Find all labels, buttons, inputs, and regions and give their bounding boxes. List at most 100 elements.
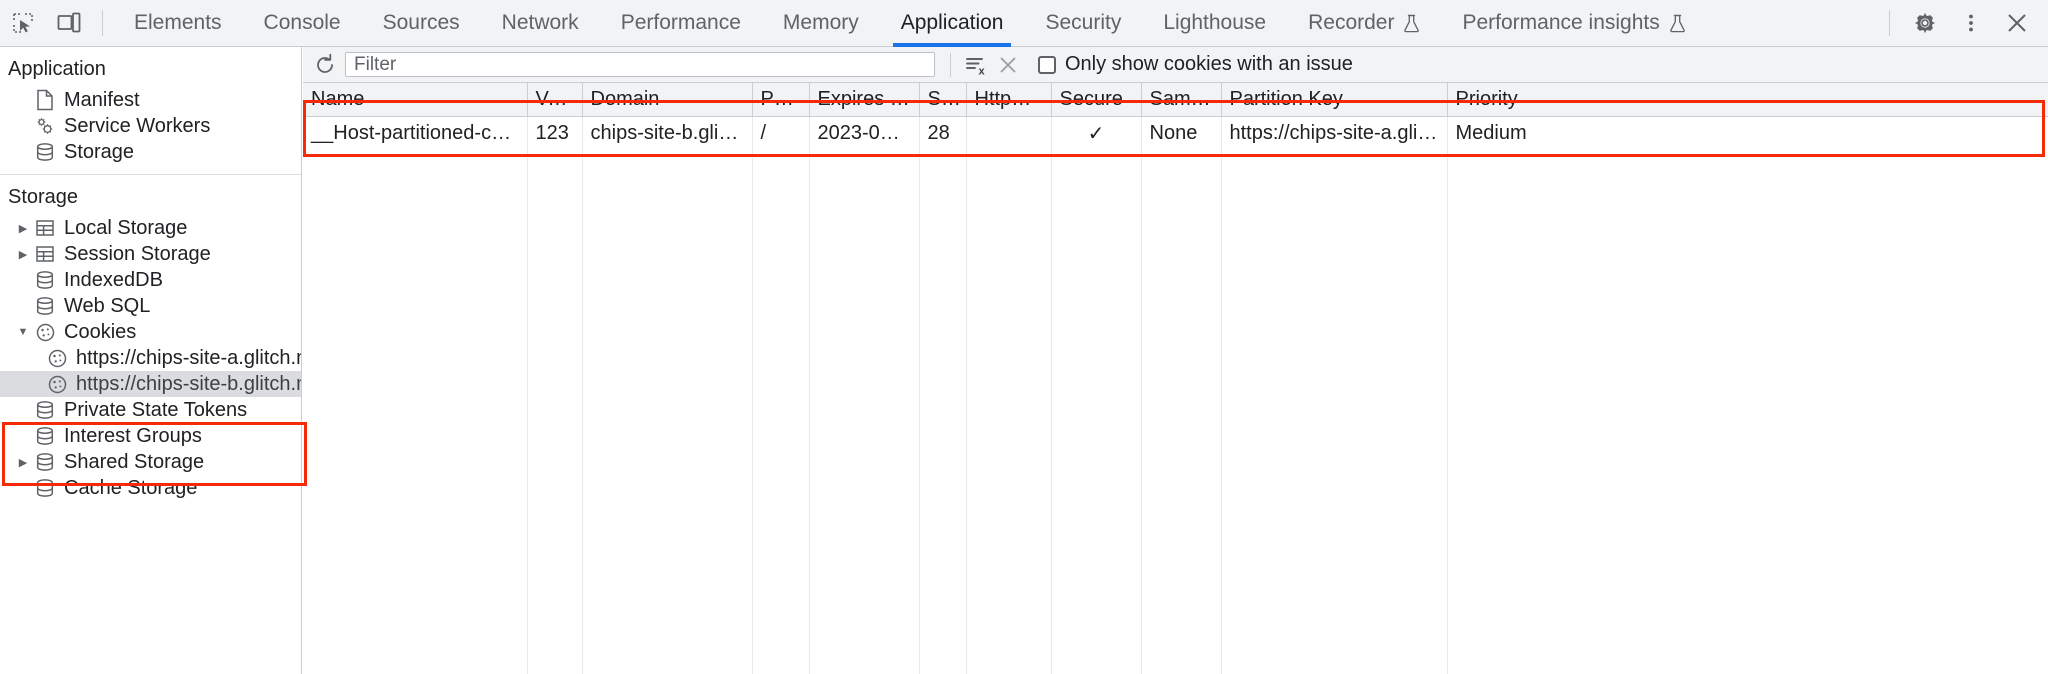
- sidebar-item-label: Private State Tokens: [64, 399, 248, 421]
- column-header-path[interactable]: Path: [752, 83, 810, 117]
- clear-filtered-cookies-icon[interactable]: x: [960, 50, 992, 80]
- tab-security[interactable]: Security: [1024, 0, 1142, 47]
- chevron-down-icon[interactable]: ▼: [17, 326, 29, 338]
- device-toolbar-icon[interactable]: [46, 0, 92, 46]
- sidebar-item-service-workers[interactable]: ▶ Service Workers: [0, 113, 301, 139]
- cell-domain[interactable]: chips-site-b.glitch.me: [582, 116, 753, 150]
- sidebar-item-cache-storage[interactable]: ▶ Cache Storage: [0, 475, 301, 501]
- svg-text:x: x: [979, 65, 986, 77]
- database-icon: [32, 269, 58, 291]
- database-icon: [32, 451, 58, 473]
- tab-application[interactable]: Application: [880, 0, 1025, 47]
- tab-elements[interactable]: Elements: [113, 0, 243, 47]
- filter-input[interactable]: [345, 52, 935, 77]
- cell-path[interactable]: /: [752, 116, 810, 150]
- checkbox-box[interactable]: [1038, 55, 1056, 74]
- table-empty-row: [303, 286, 2048, 320]
- toolbar-divider: [102, 10, 103, 36]
- cell-size[interactable]: 28: [919, 116, 967, 150]
- inspect-element-icon[interactable]: [0, 0, 46, 46]
- cell-samesite[interactable]: None: [1141, 116, 1222, 150]
- column-header-samesite[interactable]: SameSite: [1141, 83, 1222, 117]
- cell-value[interactable]: 123: [527, 116, 583, 150]
- sidebar-item-label: Manifest: [64, 89, 140, 111]
- table-empty-row: [303, 558, 2048, 592]
- sidebar-item-cookies-chips-site-a[interactable]: https://chips-site-a.glitch.me: [0, 345, 301, 371]
- sidebar-item-manifest[interactable]: ▶ Manifest: [0, 87, 301, 113]
- cell-priority[interactable]: Medium: [1447, 116, 2048, 150]
- sidebar-item-web-sql[interactable]: ▶ Web SQL: [0, 293, 301, 319]
- sidebar-divider: [0, 174, 301, 175]
- sidebar-item-shared-storage[interactable]: ▶ Shared Storage: [0, 449, 301, 475]
- column-header-priority[interactable]: Priority: [1447, 83, 2048, 117]
- tab-recorder[interactable]: Recorder: [1287, 0, 1441, 47]
- table-empty-row: [303, 490, 2048, 524]
- column-header-size[interactable]: Size: [919, 83, 967, 117]
- cookie-icon: [44, 374, 70, 395]
- refresh-icon[interactable]: [309, 50, 341, 80]
- column-header-partition-key[interactable]: Partition Key: [1221, 83, 1448, 117]
- cell-name[interactable]: __Host-partitioned-cookie: [303, 116, 528, 150]
- chevron-right-icon[interactable]: ▶: [18, 248, 28, 261]
- column-header-expires[interactable]: Expires / M...: [809, 83, 920, 117]
- sidebar-item-storage[interactable]: ▶ Storage: [0, 139, 301, 165]
- more-vertical-icon[interactable]: [1948, 0, 1994, 46]
- sidebar-item-label: Shared Storage: [64, 451, 205, 473]
- table-empty-row: [303, 626, 2048, 660]
- sidebar-section-title-application: Application: [8, 58, 106, 80]
- table-grid-icon: [32, 218, 58, 238]
- tab-label: Console: [263, 11, 341, 34]
- database-icon: [32, 425, 58, 447]
- gear-icon[interactable]: [1902, 0, 1948, 46]
- tab-console[interactable]: Console: [243, 0, 362, 47]
- tab-performance-insights[interactable]: Performance insights: [1441, 0, 1706, 47]
- cell-expires[interactable]: 2023-07-07…: [809, 116, 920, 150]
- tab-lighthouse[interactable]: Lighthouse: [1142, 0, 1287, 47]
- panel-tab-bar: Elements Console Sources Network Perform…: [113, 0, 1707, 47]
- toolbar-right-controls: [1883, 0, 2048, 47]
- sidebar-item-local-storage[interactable]: ▶ Local Storage: [0, 215, 301, 241]
- table-empty-row: [303, 388, 2048, 422]
- sidebar-item-label: Session Storage: [64, 243, 211, 265]
- column-header-secure[interactable]: Secure: [1051, 83, 1142, 117]
- sidebar-item-label: Storage: [64, 141, 135, 163]
- chevron-right-icon[interactable]: ▶: [18, 222, 28, 235]
- tab-performance[interactable]: Performance: [600, 0, 762, 47]
- cell-partition-key[interactable]: https://chips-site-a.glitch.me: [1221, 116, 1448, 150]
- sidebar-item-cookies-chips-site-b[interactable]: https://chips-site-b.glitch.me: [0, 371, 301, 397]
- tab-memory[interactable]: Memory: [762, 0, 880, 47]
- sidebar-item-label: https://chips-site-b.glitch.me: [76, 373, 302, 395]
- cookies-table-container: Name Value Domain Path Expires / M... Si…: [303, 83, 2048, 674]
- table-row[interactable]: __Host-partitioned-cookie 123 chips-site…: [303, 116, 2048, 150]
- sidebar-item-private-state-tokens[interactable]: ▶ Private State Tokens: [0, 397, 301, 423]
- application-sidebar: Application ▶ Manifest ▶: [0, 47, 302, 674]
- cell-httponly[interactable]: [966, 116, 1052, 150]
- sidebar-item-indexeddb[interactable]: ▶ IndexedDB: [0, 267, 301, 293]
- sidebar-item-cookies[interactable]: ▼ Cookies: [0, 319, 301, 345]
- cookie-icon: [32, 322, 58, 343]
- devtools-main-toolbar: Elements Console Sources Network Perform…: [0, 0, 2048, 47]
- column-header-value[interactable]: Value: [527, 83, 583, 117]
- only-show-issues-checkbox[interactable]: Only show cookies with an issue: [1038, 53, 1353, 76]
- column-header-name[interactable]: Name: [303, 83, 528, 117]
- sidebar-item-label: Local Storage: [64, 217, 188, 239]
- table-empty-row: [303, 354, 2048, 388]
- tab-label: Lighthouse: [1163, 11, 1267, 34]
- sidebar-item-interest-groups[interactable]: ▶ Interest Groups: [0, 423, 301, 449]
- tab-label: Performance: [620, 11, 741, 34]
- column-header-httponly[interactable]: HttpOnly: [966, 83, 1052, 117]
- close-icon[interactable]: [1994, 0, 2040, 46]
- table-grid-icon: [32, 244, 58, 264]
- tab-sources[interactable]: Sources: [362, 0, 481, 47]
- clear-all-cookies-icon[interactable]: [992, 50, 1024, 80]
- cookies-filter-toolbar: x Only show cookies with an issue: [303, 47, 2048, 83]
- sidebar-item-session-storage[interactable]: ▶ Session Storage: [0, 241, 301, 267]
- sidebar-section-title-storage: Storage: [8, 186, 79, 208]
- database-icon: [32, 141, 58, 163]
- cell-secure[interactable]: ✓: [1051, 116, 1142, 150]
- sidebar-item-label: Web SQL: [64, 295, 151, 317]
- column-header-domain[interactable]: Domain: [582, 83, 753, 117]
- chevron-right-icon[interactable]: ▶: [18, 456, 28, 469]
- tab-network[interactable]: Network: [481, 0, 600, 47]
